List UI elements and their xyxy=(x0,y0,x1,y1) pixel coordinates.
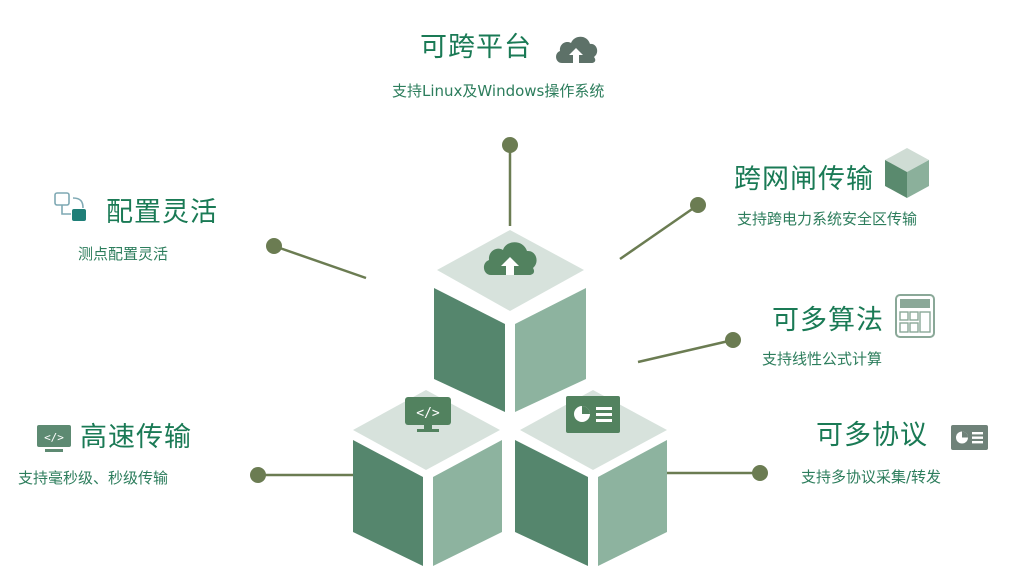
connector-left-upper xyxy=(266,238,367,280)
chart-card-icon xyxy=(566,396,620,433)
svg-text:</>: </> xyxy=(44,431,64,444)
connector-right-middle xyxy=(637,332,741,364)
feature-subtitle-algorithms: 支持线性公式计算 xyxy=(762,350,883,368)
connector-left-lower xyxy=(250,467,353,483)
feature-title-cross-gateway: 跨网闸传输 xyxy=(734,164,874,195)
connector-top-right xyxy=(619,197,706,261)
feature-title-high-speed: 高速传输 xyxy=(80,422,192,453)
svg-text:</>: </> xyxy=(416,406,440,421)
cube-title-icon xyxy=(885,148,929,198)
code-monitor-icon: </> xyxy=(405,397,451,432)
cloud-upload-icon xyxy=(483,242,537,275)
connector-lines xyxy=(250,137,768,483)
config-flow-icon xyxy=(54,192,86,221)
feature-subtitle-cross-platform: 支持Linux及Windows操作系统 xyxy=(392,82,605,100)
feature-title-flexible-config: 配置灵活 xyxy=(106,197,218,228)
feature-title-cross-platform: 可跨平台 xyxy=(420,32,532,63)
connector-top xyxy=(502,137,518,226)
feature-subtitle-protocols: 支持多协议采集/转发 xyxy=(801,468,942,486)
connector-right-lower xyxy=(667,465,768,481)
feature-title-protocols: 可多协议 xyxy=(816,420,928,451)
cloud-upload-title-icon xyxy=(556,36,598,63)
code-monitor-title-icon: </> xyxy=(37,425,71,452)
chart-card-title-icon xyxy=(951,425,988,450)
calculator-icon xyxy=(895,294,935,338)
feature-subtitle-high-speed: 支持毫秒级、秒级传输 xyxy=(18,469,169,487)
feature-subtitle-flexible-config: 测点配置灵活 xyxy=(78,245,169,263)
feature-title-algorithms: 可多算法 xyxy=(772,305,884,336)
feature-subtitle-cross-gateway: 支持跨电力系统安全区传输 xyxy=(737,210,918,228)
